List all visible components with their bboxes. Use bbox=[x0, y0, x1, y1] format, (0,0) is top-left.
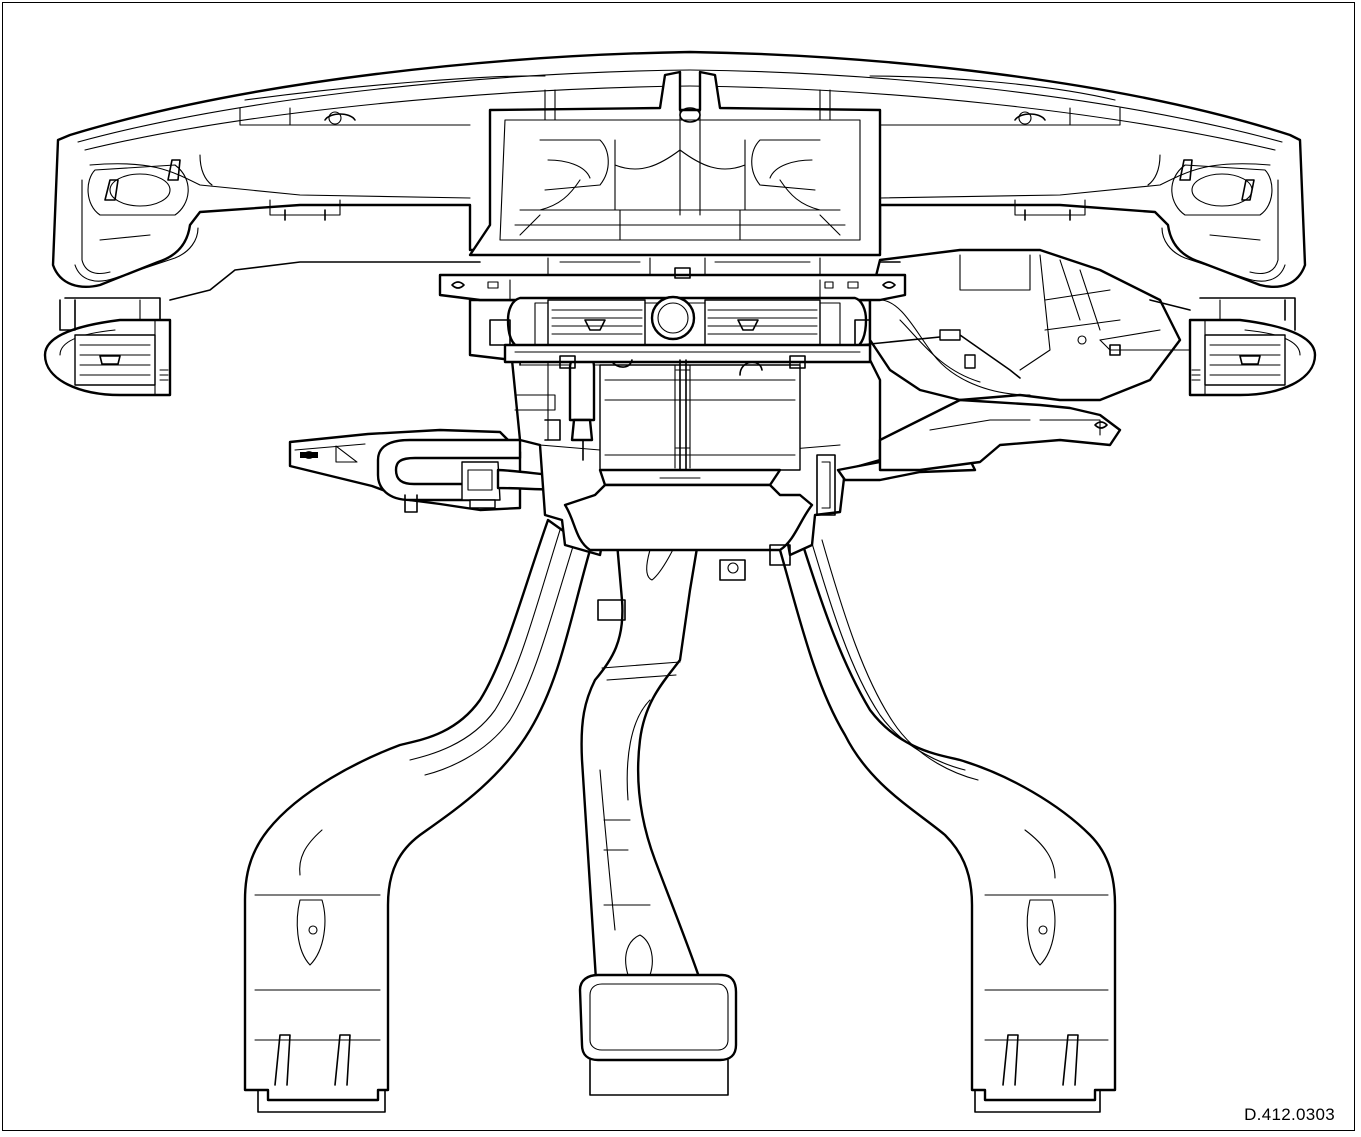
center-vents bbox=[489, 295, 872, 471]
center-console-box bbox=[468, 70, 882, 257]
center-rear-duct bbox=[578, 468, 762, 1096]
left-rear-duct bbox=[243, 518, 592, 1113]
right-rear-duct bbox=[778, 518, 1117, 1113]
blower-unit bbox=[859, 248, 1182, 472]
hvac-unit bbox=[468, 298, 977, 621]
figure-reference-code: D.412.0303 bbox=[1244, 1105, 1335, 1124]
right-side-vent bbox=[1188, 297, 1317, 397]
vent-bracket bbox=[438, 257, 907, 302]
left-side-vent bbox=[43, 297, 172, 397]
side-brackets bbox=[169, 261, 1191, 356]
